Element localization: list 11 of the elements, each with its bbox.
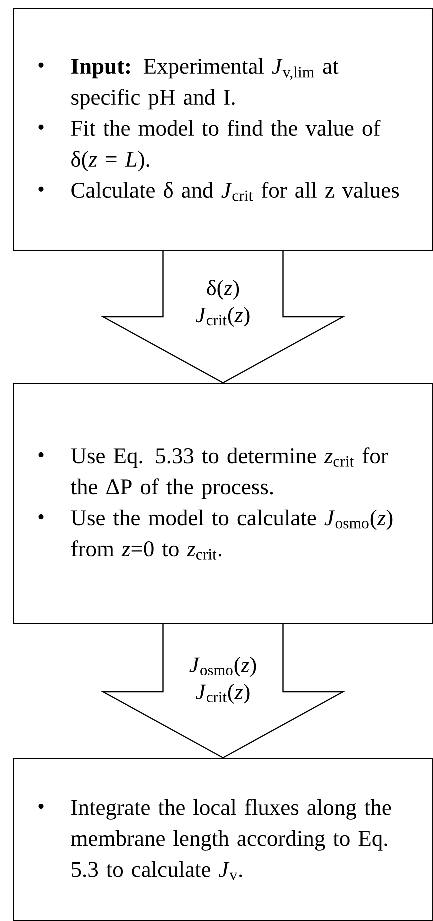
step-box	[13, 8, 433, 252]
bullet-text: Input: Experimental J$_{v,lim}$ at specific pH and I.	[72, 58, 339, 110]
bullet-text: Fit the model to find the value of δ(z = L).	[71, 120, 381, 172]
bullet-text: Calculate δ and J$_{crit}$ for all z values	[72, 182, 400, 202]
bullet-text: Integrate the local fluxes along the membrane length according to Eq. 5.3 to calculate J$_{v}$.	[71, 799, 392, 880]
edge-label: δ(z) J$_{crit}$(z)	[184, 278, 262, 328]
step-box	[13, 383, 433, 624]
bullet-text: Use the model to calculate J$_{osmo}$(z) from z=0 to z$_{crit}$.	[71, 510, 393, 560]
bullet-text: Use Eq. 5.33 to determine z$_{crit}$ for the ΔP of the process.	[70, 448, 388, 500]
edge-label: J$_{osmo}$(z) J$_{crit}$(z)	[184, 656, 262, 705]
step-box	[13, 758, 433, 921]
